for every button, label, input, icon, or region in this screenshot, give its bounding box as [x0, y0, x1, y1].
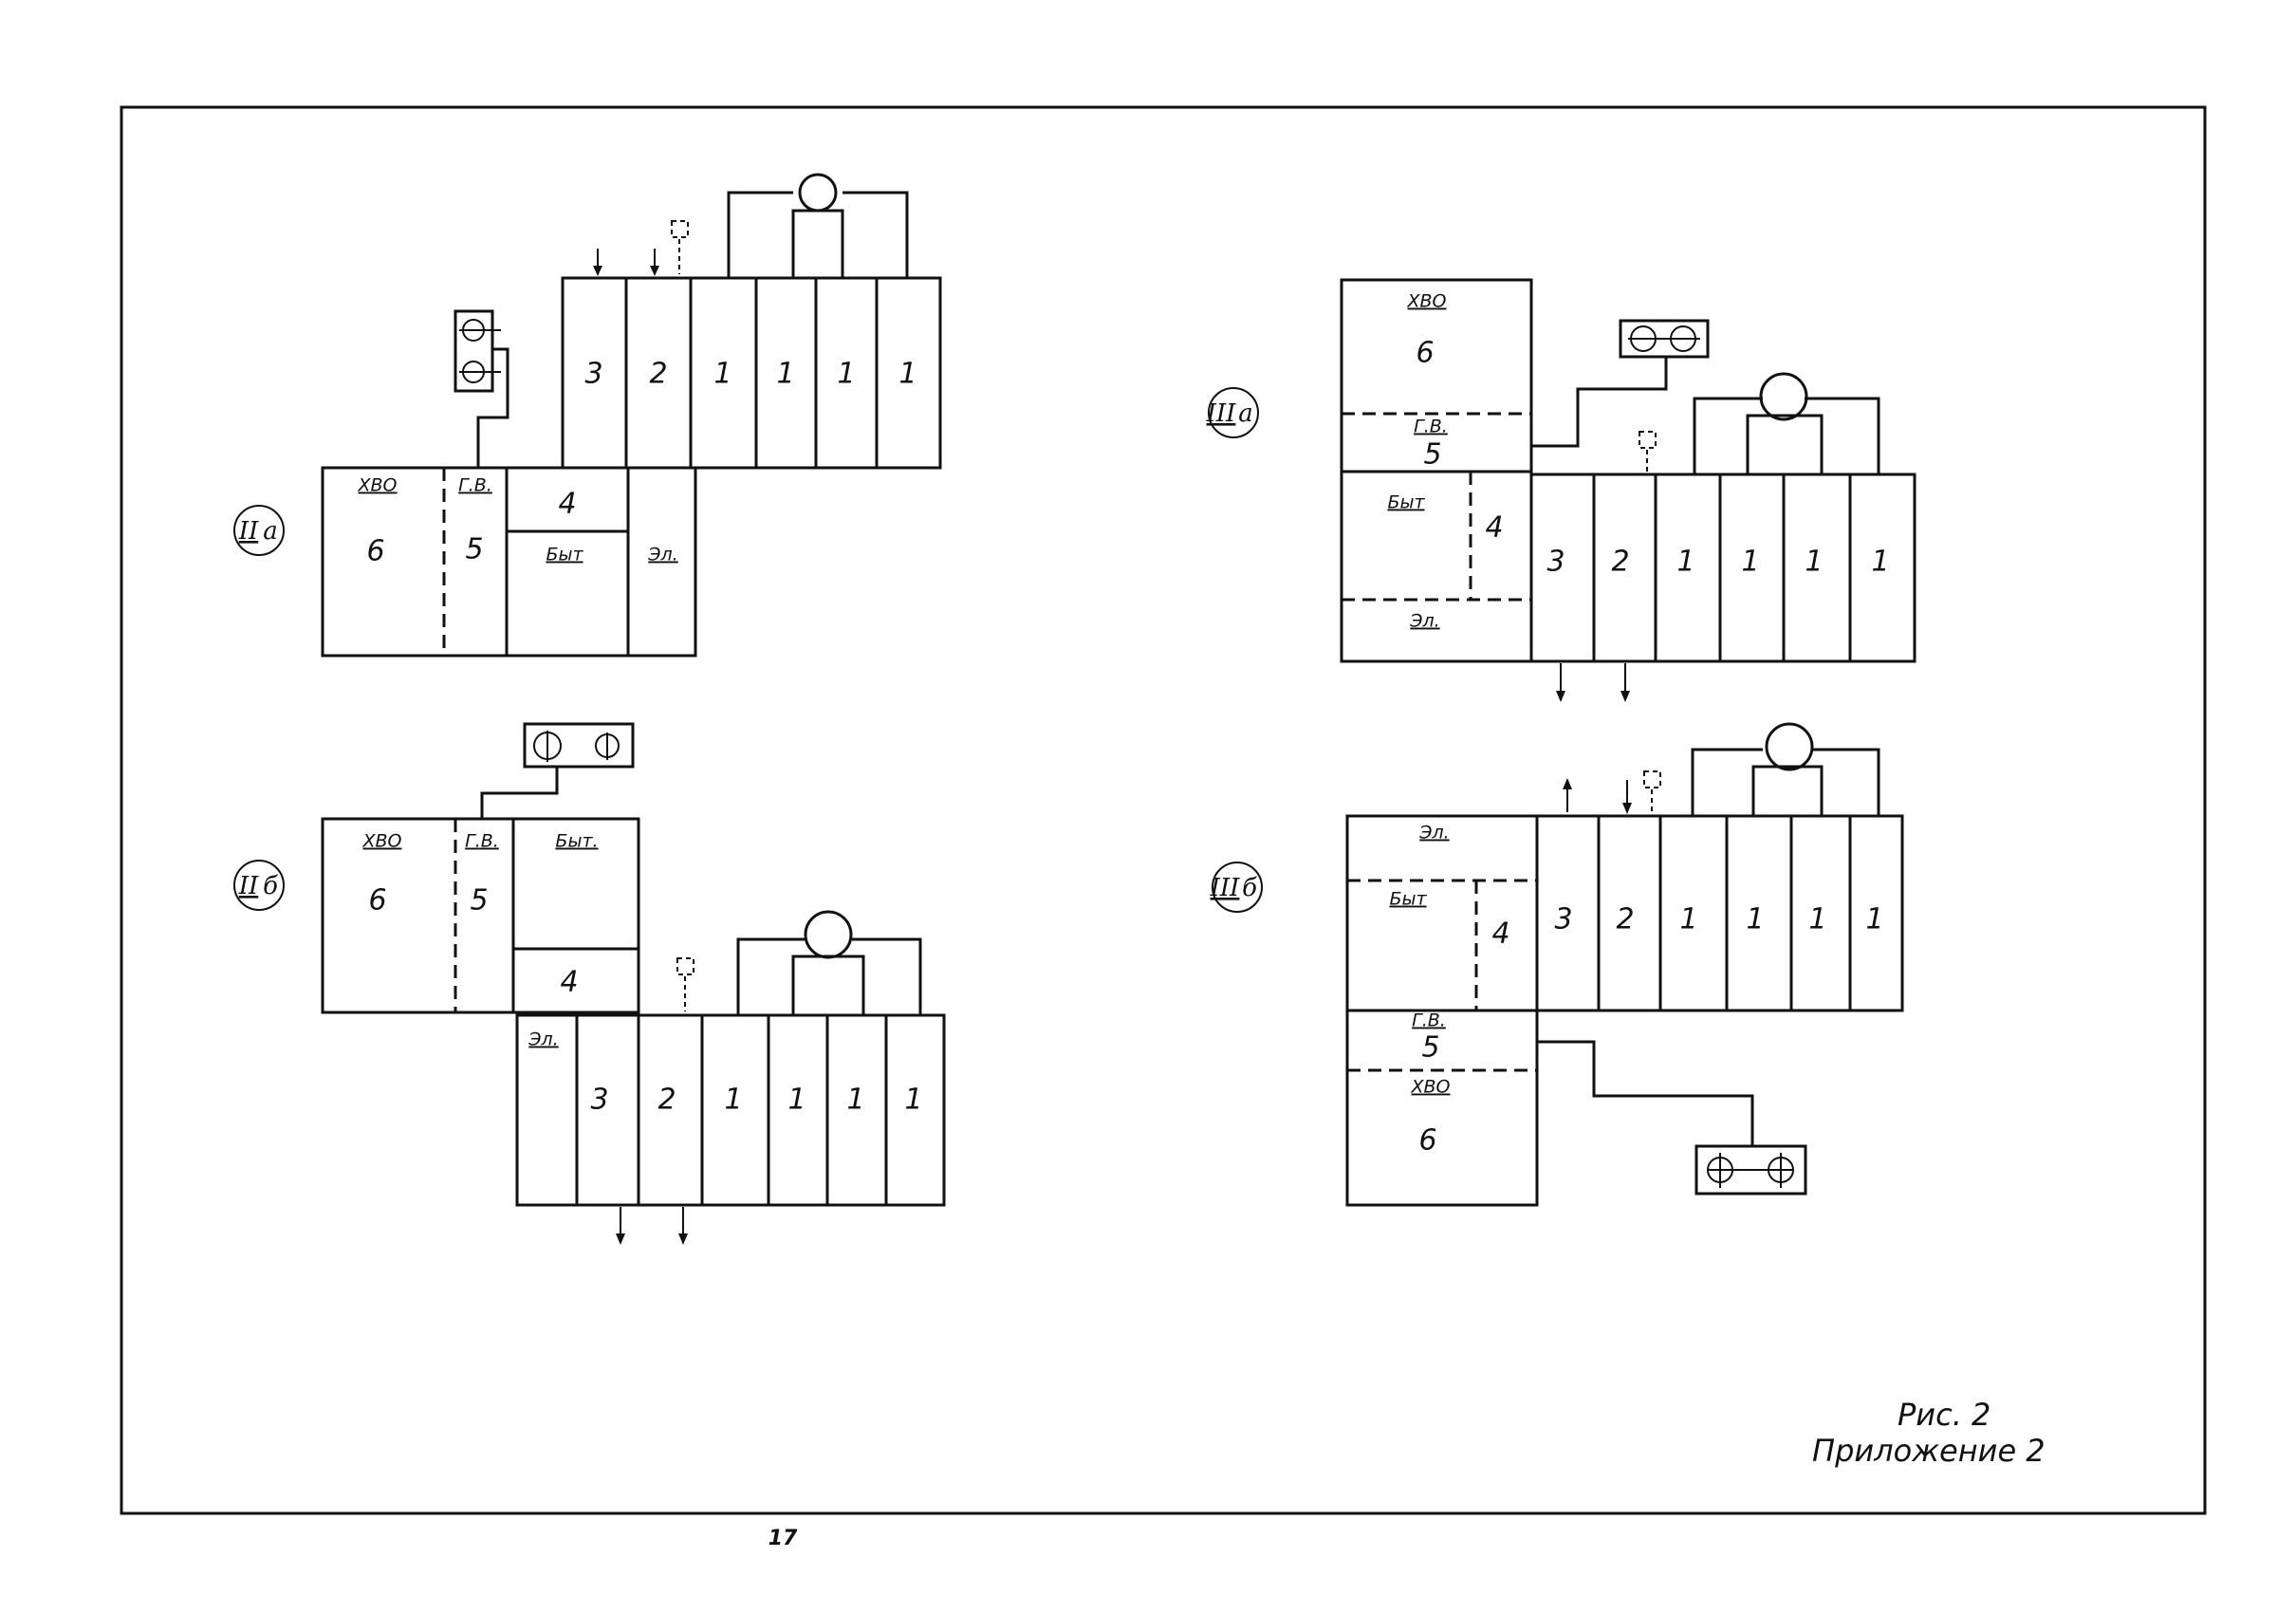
bay-number: 1 — [837, 358, 855, 391]
equipment-marker-icon — [1643, 770, 1661, 788]
bay-number: 1 — [724, 1084, 742, 1117]
equipment-marker-icon — [1639, 431, 1657, 449]
bay-number: 1 — [1679, 903, 1697, 936]
bay-number: 2 — [1611, 546, 1629, 579]
appendix-caption: Приложение 2 — [1812, 1433, 2046, 1469]
room-number: 4 — [1491, 918, 1509, 951]
variant-numeral: II — [238, 872, 259, 900]
variant-letter: a — [1238, 399, 1253, 428]
room-number: 5 — [470, 884, 488, 918]
room-label: Эл. — [1409, 611, 1439, 632]
variant-letter: б — [263, 872, 278, 900]
room-label: Г.В. — [1414, 417, 1448, 437]
service-block — [321, 466, 697, 658]
room-number: 4 — [1485, 511, 1503, 545]
bay-number: 1 — [1871, 546, 1889, 579]
bay-number: 2 — [649, 358, 667, 391]
service-block — [1345, 814, 1539, 1012]
room-label: Быт. — [555, 831, 598, 852]
water-treatment-block — [1345, 1009, 1539, 1207]
fan-unit — [523, 722, 635, 769]
room-number: 6 — [1416, 337, 1434, 370]
bay-number: 1 — [898, 358, 917, 391]
room-label: Г.В. — [465, 831, 499, 852]
bay-number: 1 — [1676, 546, 1694, 579]
room-number: 5 — [1423, 438, 1441, 472]
chimney-icon — [804, 910, 853, 959]
fan-unit — [454, 309, 494, 393]
page-number: 17 — [768, 1527, 798, 1550]
room-number: 5 — [465, 533, 483, 566]
equipment-marker-icon — [671, 220, 689, 238]
bay-number: 2 — [1616, 903, 1634, 936]
room-label: Эл. — [528, 1029, 558, 1050]
service-block — [1340, 470, 1533, 663]
room-number: 5 — [1421, 1031, 1439, 1065]
room-label: Быт — [1389, 889, 1427, 910]
bay-number: 1 — [1805, 546, 1823, 579]
room-label: ХВО — [1410, 1077, 1450, 1098]
room-label: Эл. — [1418, 823, 1449, 844]
sheet-frame — [120, 105, 2207, 1515]
bay-number: 1 — [787, 1084, 805, 1117]
room-label: Г.В. — [458, 475, 492, 496]
variant-mark — [233, 505, 285, 556]
variant-mark — [233, 860, 285, 911]
bay-number: 1 — [776, 358, 794, 391]
variant-IIa: 3 2 1 1 1 1 ХВО 6 Г.В. 5 4 Быт Эл. — [233, 173, 942, 658]
bay-number: 3 — [584, 358, 602, 391]
chimney-icon — [1759, 372, 1808, 421]
figure-caption: Рис. 2 — [1898, 1397, 1990, 1433]
bay-number: 3 — [1546, 546, 1565, 579]
bay-number: 3 — [590, 1084, 608, 1117]
variant-numeral: III — [1210, 874, 1241, 902]
room-label: Быт — [1387, 492, 1425, 513]
chimney-icon — [1765, 722, 1814, 771]
variant-numeral: III — [1206, 399, 1237, 428]
main-hall — [1535, 814, 1904, 1012]
chimney-icon — [798, 173, 838, 213]
equipment-marker-icon — [676, 957, 694, 975]
room-label: ХВО — [1406, 291, 1446, 312]
variant-IIIa: ХВО 6 Г.В. 5 Быт 4 Эл. 3 2 1 1 1 1 — [1206, 278, 1916, 702]
variant-mark — [1208, 387, 1259, 438]
room-label: Быт — [546, 545, 583, 565]
room-number: 6 — [366, 535, 384, 568]
room-number: 4 — [560, 966, 578, 999]
room-label: ХВО — [357, 475, 397, 496]
main-hall — [1529, 473, 1916, 663]
bay-number: 3 — [1554, 903, 1572, 936]
bay-number: 1 — [846, 1084, 864, 1117]
bay-number: 1 — [1808, 903, 1826, 936]
variant-mark — [1212, 862, 1263, 913]
room-label: Эл. — [647, 545, 677, 565]
room-label: Г.В. — [1412, 1010, 1446, 1031]
variant-IIIb: Эл. Быт 4 Г.В. 5 ХВО 6 3 2 1 1 1 1 — [1210, 722, 1904, 1207]
bay-number: 1 — [1741, 546, 1759, 579]
bay-number: 1 — [713, 358, 731, 391]
variant-IIb: ХВО 6 Г.В. 5 Быт. 4 Эл. 3 2 1 1 1 1 — [233, 722, 946, 1245]
fan-unit — [1619, 319, 1710, 359]
room-number: 6 — [1418, 1124, 1436, 1158]
main-hall — [515, 1013, 946, 1207]
room-label: ХВО — [361, 831, 401, 852]
variant-letter: б — [1242, 874, 1257, 902]
bay-number: 2 — [657, 1084, 676, 1117]
bay-number: 1 — [1865, 903, 1883, 936]
room-number: 6 — [368, 884, 386, 918]
bay-number: 1 — [1746, 903, 1764, 936]
bay-number: 1 — [904, 1084, 922, 1117]
main-hall — [561, 276, 942, 470]
variant-numeral: II — [238, 517, 259, 546]
variant-letter: a — [263, 517, 278, 546]
room-number: 4 — [558, 488, 576, 521]
